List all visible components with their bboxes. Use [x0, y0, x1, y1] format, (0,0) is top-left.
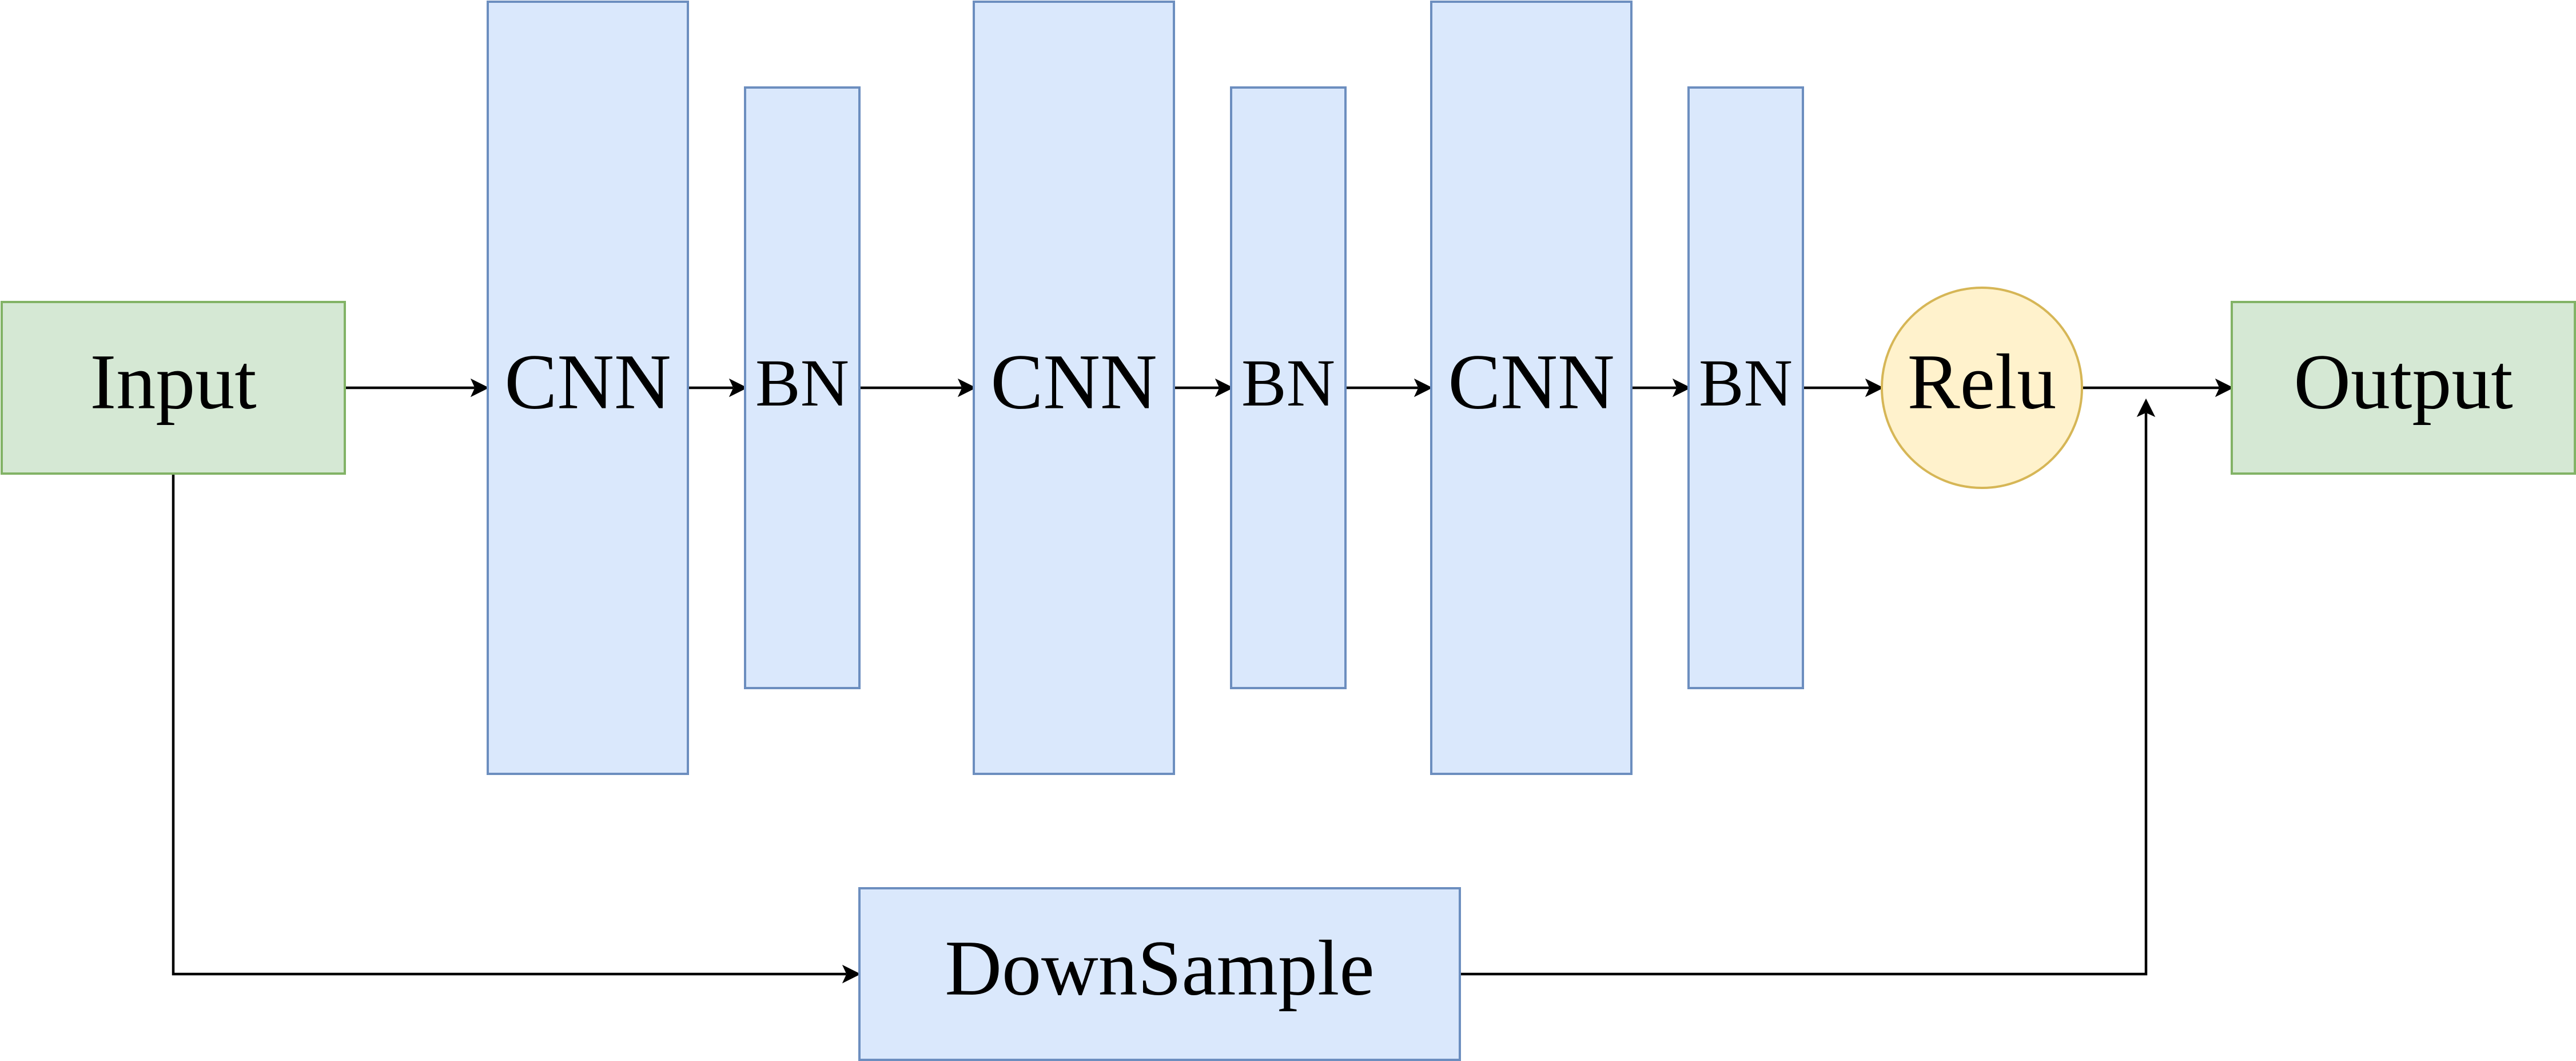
relu-label: Relu — [1908, 338, 2057, 426]
downsample-node: DownSample — [858, 887, 1461, 1061]
edge-bn-2-to-cnn-3 — [1345, 378, 1433, 398]
downsample-label: DownSample — [945, 924, 1374, 1012]
bn-block-1: BN — [744, 86, 861, 689]
cnn-block-1: CNN — [487, 1, 689, 775]
edges — [172, 378, 2234, 984]
cnn-3-label: CNN — [1448, 338, 1614, 426]
edge-input-to-cnn-1 — [345, 378, 489, 398]
cnn-block-2: CNN — [973, 1, 1175, 775]
input-label: Input — [90, 338, 256, 426]
output-node: Output — [2231, 301, 2576, 475]
bn-1-label: BN — [755, 345, 849, 420]
cnn-block-3: CNN — [1430, 1, 1633, 775]
edge-input-to-downsample — [172, 474, 861, 984]
cnn-2-label: CNN — [990, 338, 1157, 426]
bn-block-3: BN — [1687, 86, 1804, 689]
relu-node: Relu — [1881, 287, 2083, 489]
edge-relu-to-output — [2082, 378, 2234, 398]
edge-cnn-3-to-bn-3 — [1631, 378, 1691, 398]
edge-cnn-2-to-bn-2 — [1174, 378, 1234, 398]
bn-2-label: BN — [1241, 345, 1335, 420]
edge-downsample-to-output — [1460, 398, 2156, 976]
cnn-1-label: CNN — [504, 338, 671, 426]
bn-3-label: BN — [1699, 345, 1793, 420]
edge-bn-3-to-relu — [1803, 378, 1884, 398]
edge-bn-1-to-cnn-2 — [859, 378, 977, 398]
bn-block-2: BN — [1230, 86, 1347, 689]
edge-cnn-1-to-bn-1 — [688, 378, 748, 398]
input-node: Input — [1, 301, 346, 475]
output-label: Output — [2294, 338, 2513, 426]
